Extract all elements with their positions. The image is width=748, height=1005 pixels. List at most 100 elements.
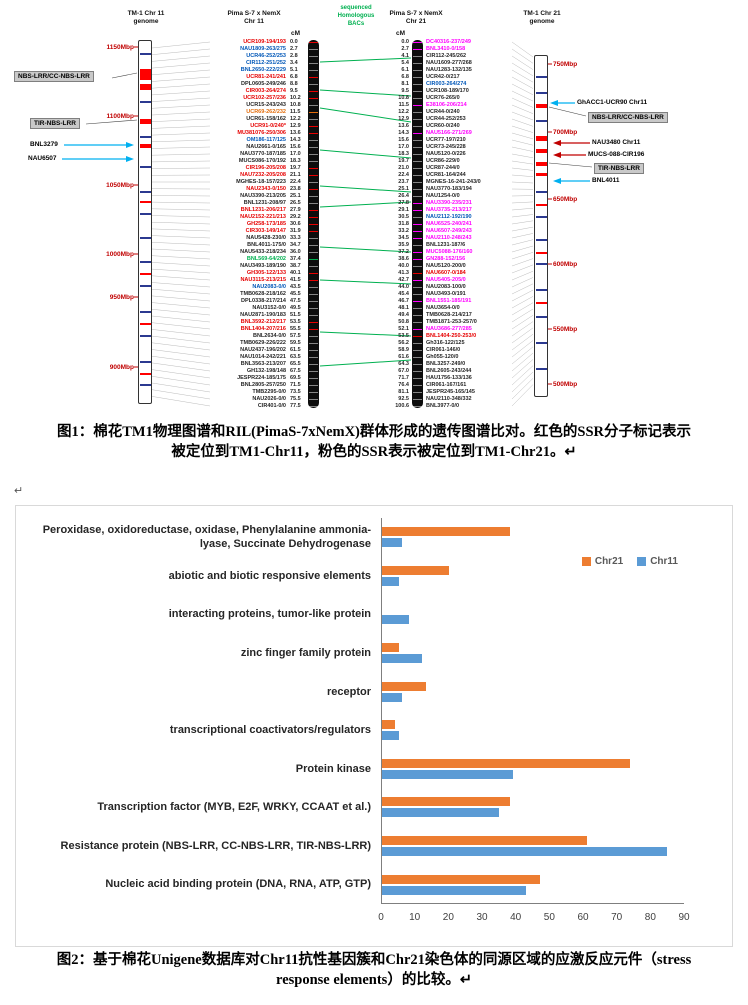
map-connector-line <box>511 334 534 351</box>
marker-label: TMB2295-0/0 <box>252 389 286 395</box>
axis-tick-label: 30 <box>476 912 488 923</box>
genome-band <box>535 216 547 218</box>
chart-bar-chr21 <box>382 874 540 884</box>
bar-band <box>309 301 318 303</box>
map-connector-line <box>511 365 534 386</box>
map-connector-line <box>151 228 211 232</box>
bar-band <box>309 105 318 107</box>
marker-label: UCR46-252/253 <box>246 53 286 59</box>
bar-band <box>309 315 318 317</box>
marker-label: NAU3152-0/0 <box>252 305 286 311</box>
marker-label: NAU1809-263/275 <box>240 46 286 52</box>
marker-label: NAU2343-0/150 <box>246 186 286 192</box>
scale-label: 500Mbp <box>553 381 578 388</box>
bar-band <box>413 378 422 380</box>
cyan-arrowhead-icon <box>550 100 558 106</box>
chart-row: zinc finger family protein <box>26 633 684 673</box>
map-connector-line <box>511 245 534 253</box>
bar-band <box>309 322 318 324</box>
chart-plot-cell <box>381 749 684 789</box>
bar-band <box>413 154 422 156</box>
marker-label: CIR003-264/274 <box>426 81 467 87</box>
map-connector-lines <box>62 41 593 407</box>
marker-label: NAU1014-242/221 <box>240 354 286 360</box>
label-line: BACs <box>347 21 365 28</box>
bar-band <box>309 406 318 408</box>
marker-cm: 61.5 <box>290 347 301 353</box>
map-connector-line <box>151 342 211 351</box>
map-connector-line <box>511 327 534 344</box>
map-connector-line <box>151 48 211 55</box>
bar-band <box>413 140 422 142</box>
marker-label: UCR91-0/240* <box>250 123 286 129</box>
marker-cm: 45.5 <box>290 291 301 297</box>
map-connector-line <box>511 55 534 70</box>
marker-label: HAU1756-133/136 <box>426 375 472 381</box>
genome-band <box>535 368 547 370</box>
bnl3279-label: BNL3279 <box>30 141 58 148</box>
marker-cm: 69.5 <box>290 375 301 381</box>
bar-band <box>309 371 318 373</box>
genome-band <box>535 239 547 241</box>
tir-nbs-lrr-box-right: TIR-NBS-LRR <box>594 163 644 174</box>
map-connector-line <box>511 153 534 158</box>
bar-band <box>309 203 318 205</box>
chart-row: transcriptional coactivators/regulators <box>26 710 684 750</box>
bar-band <box>309 84 318 86</box>
marker-cm: 2.7 <box>401 46 409 52</box>
bar-band <box>413 161 422 163</box>
map-connector-line <box>319 201 412 208</box>
marker-label: NAU3770-183/194 <box>426 186 472 192</box>
chart-bar-chr21 <box>382 565 450 575</box>
bar-band <box>413 105 422 107</box>
genome-band <box>139 384 151 386</box>
annotation-connector <box>548 106 587 117</box>
chart-row: Peroxidase, oxidoreductase, oxidase, Phe… <box>26 518 684 557</box>
marker-cm: 9.5 <box>401 88 409 94</box>
marker-label: UCR73-245/228 <box>426 144 466 150</box>
bar-band <box>309 259 318 261</box>
map-connector-line <box>151 139 211 142</box>
genome-band <box>535 191 547 193</box>
marker-label: MUCS086-170/192 <box>238 158 286 164</box>
marker-label: GH132-198/148 <box>246 368 286 374</box>
map-connector-line <box>151 376 211 386</box>
title-line: TM-1 Chr 11 <box>127 10 165 17</box>
scale-label: 600Mbp <box>553 261 578 268</box>
marker-label: NAU5120-0/226 <box>426 151 466 157</box>
map-connector-line <box>151 322 211 330</box>
marker-label: CIR003-264/274 <box>245 88 286 94</box>
map-connector-line <box>511 214 534 218</box>
chart-category-label: zinc finger family protein <box>240 646 371 659</box>
marker-label: CIR112-245/262 <box>426 53 467 59</box>
marker-cm: 5.1 <box>290 67 298 73</box>
marker-label: CIR401-0/0 <box>257 403 286 409</box>
marker-label: BNL2634-0/0 <box>252 333 286 339</box>
marker-cm: 56.2 <box>398 340 409 346</box>
marker-cm: 42.7 <box>398 277 409 283</box>
chart-rows: Peroxidase, oxidoreductase, oxidase, Phe… <box>26 518 684 904</box>
genome-band <box>535 136 547 141</box>
marker-label: TMB0628-218/162 <box>240 291 286 297</box>
sequenced-homologous-bacs-label: sequenced Homologous BACs <box>320 4 392 28</box>
genome-band <box>535 342 547 344</box>
marker-cm: 76.4 <box>398 382 409 388</box>
map-connector-line <box>511 340 534 358</box>
bar-band <box>309 266 318 268</box>
marker-cm: 40.0 <box>398 263 409 269</box>
marker-cm: 6.8 <box>401 74 409 80</box>
marker-cm: 15.6 <box>290 144 301 150</box>
marker-label: NAU3390-235/231 <box>426 200 472 206</box>
marker-label: NAU5433-218/234 <box>240 249 286 255</box>
bar-band <box>413 294 422 296</box>
marker-label: UCR87-244/0 <box>426 165 460 171</box>
genome-band <box>535 173 547 176</box>
bar-band <box>309 336 318 338</box>
map-connector-line <box>511 283 534 295</box>
marker-cm: 30.5 <box>398 214 409 220</box>
marker-label: Gh055-120/0 <box>426 354 459 360</box>
map-connector-line <box>511 384 534 407</box>
scale-label: 750Mbp <box>553 61 578 68</box>
